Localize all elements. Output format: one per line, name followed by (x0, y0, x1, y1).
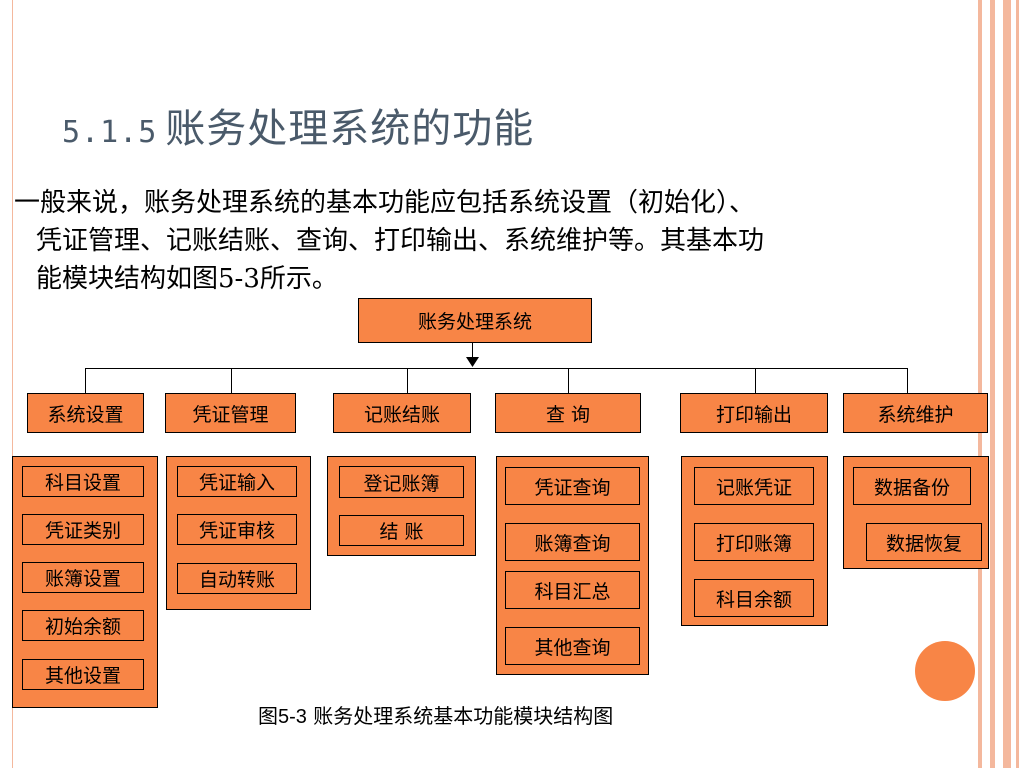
group-system-maintenance: 数据备份 数据恢复 (843, 456, 989, 569)
root-down-line (472, 343, 473, 361)
sub-item: 打印账簿 (694, 523, 814, 561)
drop-line-3 (407, 368, 408, 393)
sub-item: 凭证审核 (177, 514, 297, 545)
decorative-circle (915, 641, 975, 701)
sub-item: 科目汇总 (505, 571, 640, 609)
sub-item: 账簿设置 (22, 562, 144, 593)
arrow-down-icon (466, 357, 479, 367)
sub-item: 结 账 (339, 515, 464, 546)
group-posting-closing: 登记账簿 结 账 (327, 456, 476, 556)
drop-line-6 (907, 368, 908, 393)
drop-line-2 (231, 368, 232, 393)
sub-item: 其他查询 (505, 627, 640, 665)
sub-item: 其他设置 (22, 659, 144, 690)
drop-line-4 (568, 368, 569, 393)
module-label: 系统设置 (47, 403, 124, 426)
right-stripe-2 (990, 0, 995, 768)
right-stripe-4 (1016, 0, 1019, 768)
group-query: 凭证查询 账簿查询 科目汇总 其他查询 (496, 456, 649, 675)
figure-caption: 图5-3 账务处理系统基本功能模块结构图 (258, 700, 613, 729)
drop-line-5 (755, 368, 756, 393)
sub-item: 登记账簿 (339, 466, 464, 498)
title-number: 5.1.5 (62, 115, 158, 150)
module-query: 查 询 (495, 393, 641, 433)
group-voucher-management: 凭证输入 凭证审核 自动转账 (166, 456, 311, 610)
sub-item: 记账凭证 (694, 467, 814, 505)
paragraph-line-1: 一般来说，账务处理系统的基本功能应包括系统设置（初始化）、 (14, 188, 756, 218)
sub-item: 数据恢复 (866, 523, 982, 561)
left-border-line (12, 0, 13, 768)
drop-line-1 (85, 368, 86, 393)
module-posting-closing: 记账结账 (333, 393, 471, 433)
sub-item: 凭证类别 (22, 514, 144, 545)
sub-item: 科目设置 (22, 466, 144, 497)
group-print-output: 记账凭证 打印账簿 科目余额 (681, 456, 828, 626)
group-system-settings: 科目设置 凭证类别 账簿设置 初始余额 其他设置 (12, 456, 158, 708)
paragraph-line-2: 凭证管理、记账结账、查询、打印输出、系统维护等。其基本功 (36, 226, 765, 256)
module-label: 凭证管理 (192, 403, 269, 426)
sub-item: 数据备份 (853, 467, 971, 505)
module-label: 系统维护 (877, 403, 954, 426)
right-stripe-1 (978, 0, 982, 768)
root-node: 账务处理系统 (358, 298, 592, 343)
root-node-label: 账务处理系统 (417, 311, 532, 333)
module-label: 查 询 (545, 403, 591, 426)
module-system-settings: 系统设置 (27, 393, 144, 433)
horizontal-bus-line (85, 368, 908, 369)
intro-paragraph: 一般来说，账务处理系统的基本功能应包括系统设置（初始化）、 凭证管理、记账结账、… (14, 184, 1004, 298)
module-print-output: 打印输出 (680, 393, 828, 433)
sub-item: 科目余额 (694, 579, 814, 617)
sub-item: 自动转账 (177, 563, 297, 594)
title-text: 账务处理系统的功能 (165, 106, 535, 152)
module-label: 记账结账 (363, 403, 440, 426)
caption-prefix: 图5-3 (258, 706, 307, 728)
paragraph-line-3: 能模块结构如图5-3所示。 (36, 264, 338, 294)
sub-item: 凭证查询 (505, 467, 640, 505)
module-label: 打印输出 (715, 403, 792, 426)
caption-text: 账务处理系统基本功能模块结构图 (306, 704, 614, 728)
sub-item: 初始余额 (22, 610, 144, 641)
module-voucher-management: 凭证管理 (165, 393, 296, 433)
sub-item: 账簿查询 (505, 523, 640, 561)
right-stripe-3 (1003, 0, 1011, 768)
sub-item: 凭证输入 (177, 466, 297, 497)
module-system-maintenance: 系统维护 (843, 393, 988, 433)
